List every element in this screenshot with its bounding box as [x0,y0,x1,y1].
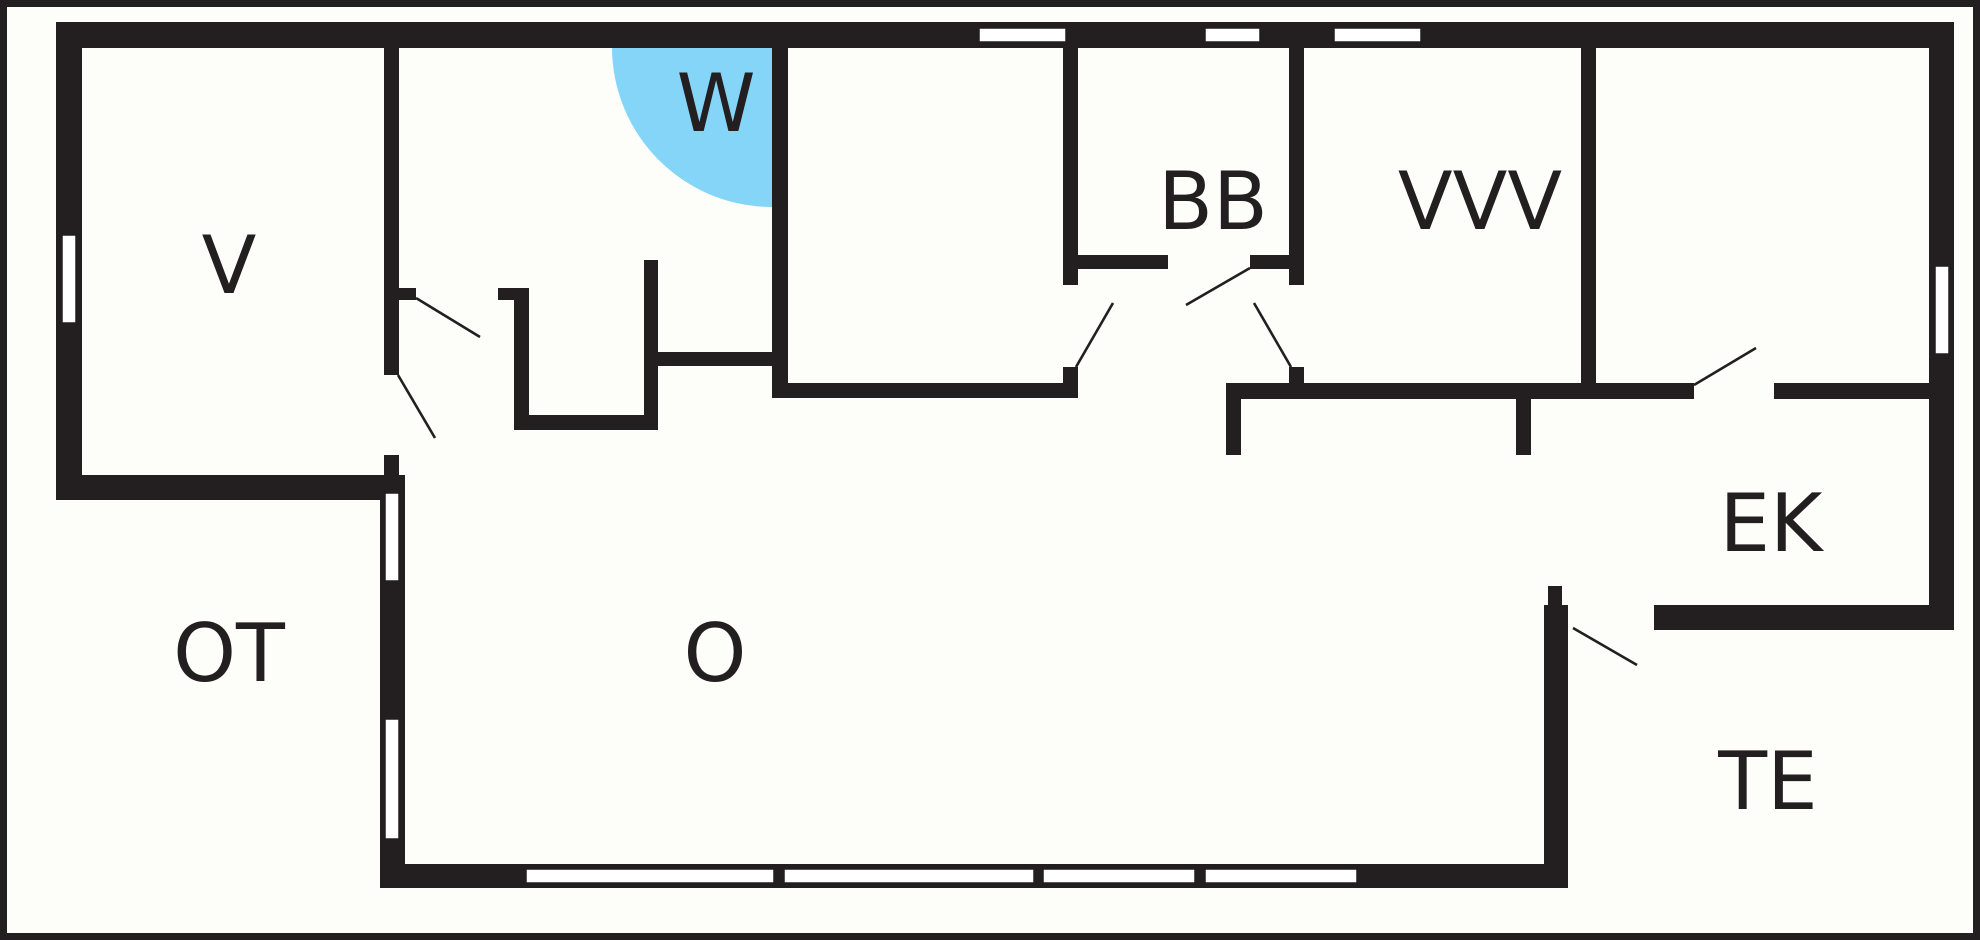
room-label-o: O [684,607,747,700]
window [1204,868,1358,884]
wall-ek-bottom [1654,605,1954,630]
wall-niche-top [644,352,774,366]
door-swing [1074,302,1115,368]
window [61,234,77,324]
window [1934,265,1950,355]
room-label-vvv: VVV [1398,155,1562,248]
fixture-highlight [612,47,772,207]
wall-vvv-right [1581,47,1596,399]
room-labels: V W BB VVV EK OT O TE [173,57,1825,828]
door-swing [396,374,437,439]
wall-v-right [384,47,399,477]
wall-mid-bottom [772,383,1078,398]
door-opening [1168,255,1250,269]
room-label-v: V [202,219,257,312]
wall-o-right [1544,605,1568,888]
window [783,868,1035,884]
room-label-ek: EK [1719,477,1825,570]
door-swing [1572,626,1638,667]
door-opening [384,375,399,455]
room-label-bb: BB [1158,155,1268,248]
door-opening [1063,285,1078,367]
door-openings [384,255,1774,630]
window [1333,27,1422,43]
window [384,492,400,582]
window [978,27,1067,43]
door-swing [1185,266,1251,307]
window [384,718,400,840]
window [1042,868,1196,884]
wall-v-bottom [56,475,386,500]
door-opening [1289,285,1304,367]
wall-corridor-stub-left [1226,383,1241,455]
door-swing [1693,346,1757,387]
wall-niche-left [514,288,529,430]
door-opening [1573,605,1654,630]
room-label-w: W [676,57,755,150]
wall-w-right [772,47,788,397]
wall-corridor-stub-right [1516,383,1531,455]
door-swing [1252,302,1293,368]
wall-niche-right [644,260,658,430]
room-label-ot: OT [173,607,286,700]
windows [61,27,1950,884]
door-opening [416,288,498,300]
door-swing [415,296,481,339]
wall-o-right-stub [1548,586,1562,608]
room-label-te: TE [1717,735,1817,828]
wall-niche-bottom [514,415,657,430]
window [1204,27,1261,43]
window [525,868,775,884]
door-opening [1694,383,1774,399]
door-swings [396,266,1757,667]
